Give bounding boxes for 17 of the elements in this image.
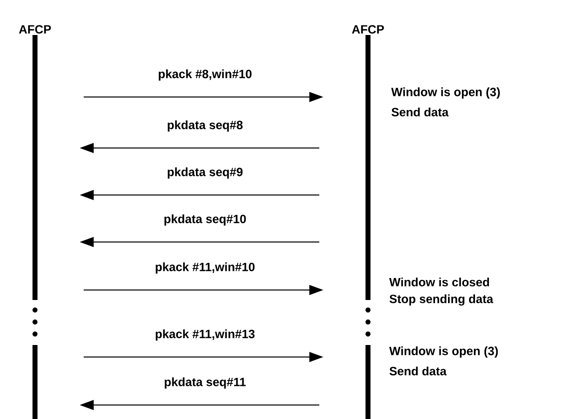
edge-label: pkack #8,win#10: [156, 68, 254, 82]
node-label: AFCP: [18, 25, 51, 34]
note: Window is open (3): [389, 346, 498, 358]
edge-label: pkdata seq#8: [166, 119, 244, 133]
lifeline: AFCP: [352, 25, 384, 419]
edge-label: pkdata seq#9: [166, 166, 244, 180]
edge-label: pkack #11,win#13: [154, 328, 256, 342]
edge-label: pkdata seq#10: [162, 213, 248, 227]
lifeline: AFCP: [18, 25, 51, 419]
node-label: AFCP: [352, 25, 384, 34]
note: Window is open (3): [391, 87, 500, 99]
note: Send data: [390, 366, 447, 376]
note: Send data: [392, 108, 449, 116]
note: Window is closed: [389, 278, 489, 286]
note: Stop sending data: [390, 294, 494, 306]
edge-label: pkdata seq#11: [162, 376, 248, 390]
edge-label: pkack #11,win#10: [154, 261, 256, 275]
